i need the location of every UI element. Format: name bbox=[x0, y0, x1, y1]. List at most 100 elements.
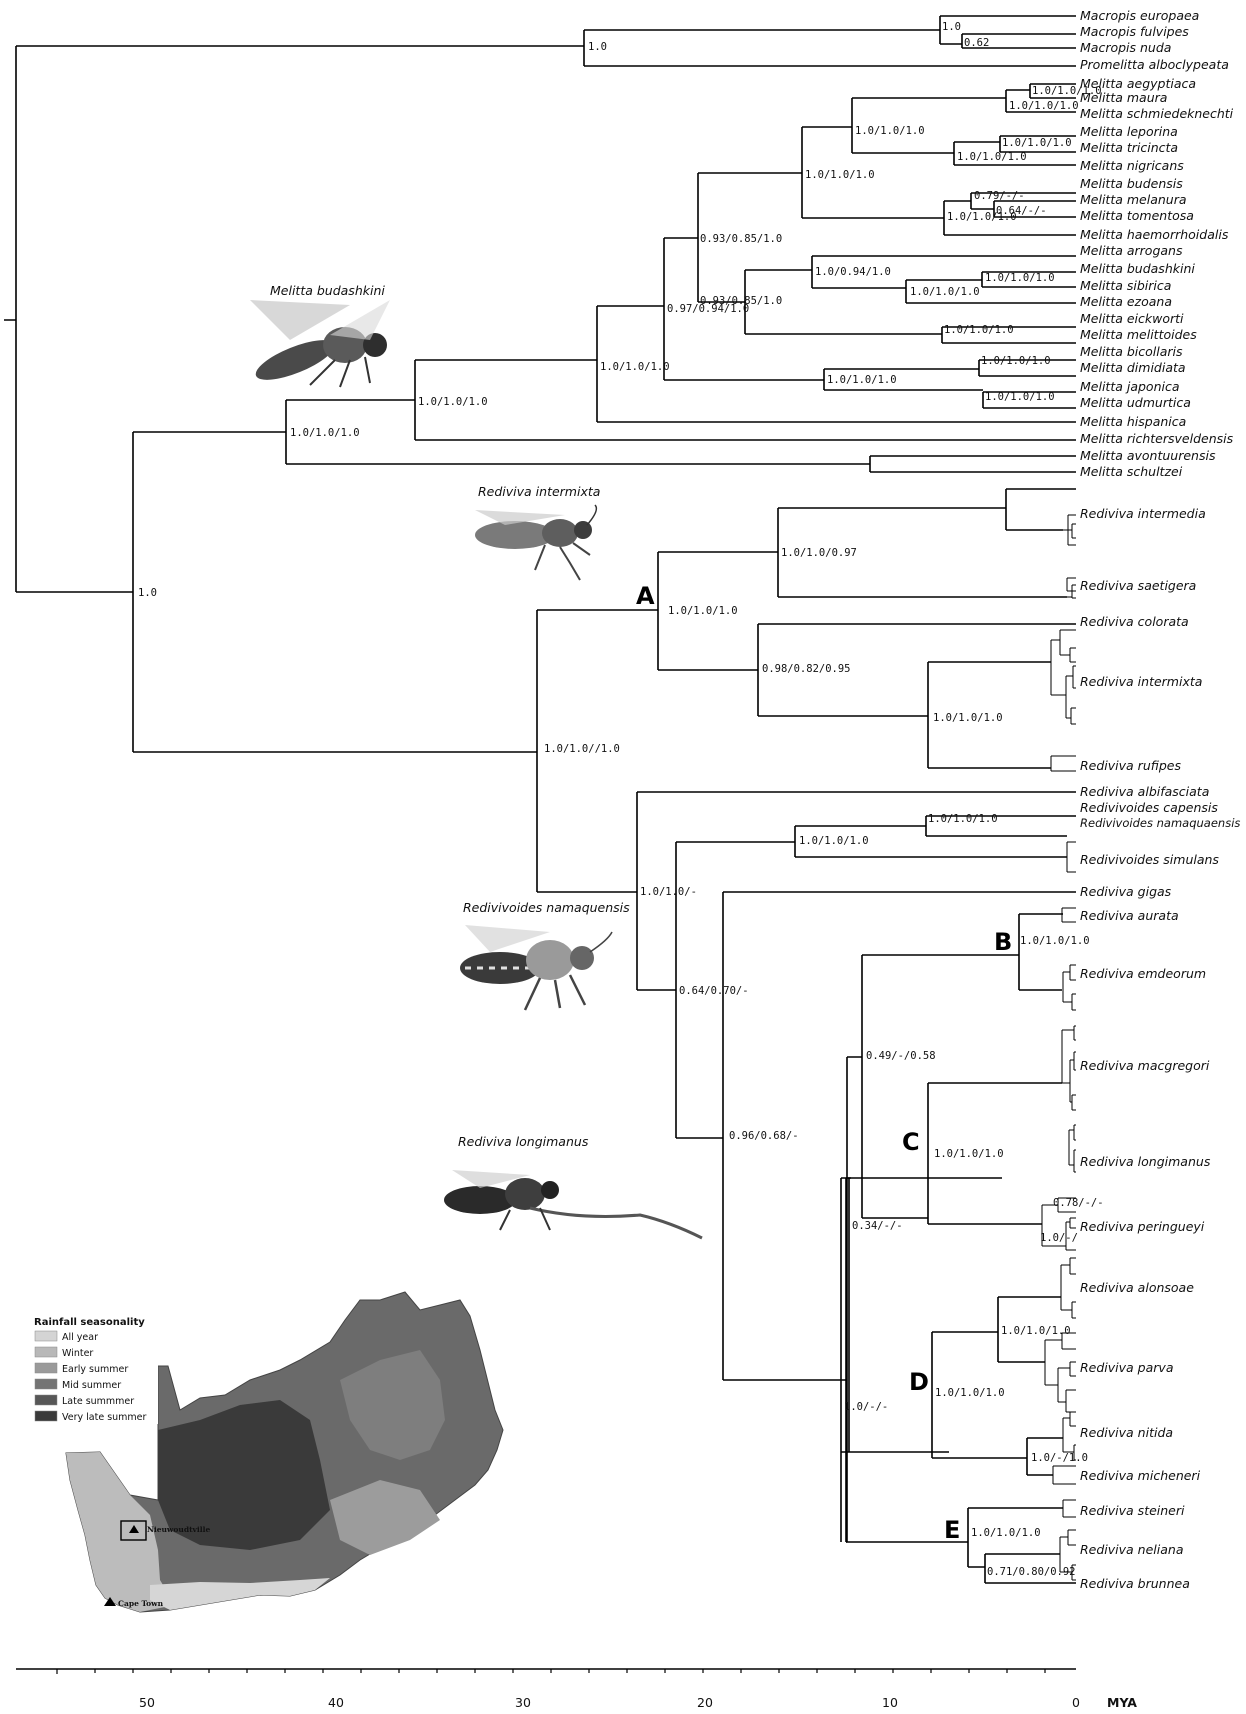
tip-label: Rediviva saetigera bbox=[1080, 578, 1196, 593]
rainfall-map: Rainfall seasonality All year Winter Ear… bbox=[32, 1292, 503, 1612]
tip-label: Macropis europaea bbox=[1080, 8, 1199, 23]
support-value: 1.0/1.0/1.0 bbox=[600, 361, 670, 373]
support-value: 1.0/0.94/1.0 bbox=[815, 266, 891, 278]
place-label: Nieuwoudtville bbox=[147, 1525, 210, 1534]
tip-label: Rediviva neliana bbox=[1080, 1542, 1184, 1557]
support-value: 1.0/1.0/1.0 bbox=[935, 1387, 1005, 1399]
support-value: 1.0/1.0/1.0 bbox=[910, 286, 980, 298]
time-axis: 50 40 30 20 10 0 MYA bbox=[16, 1669, 1137, 1710]
tip-label: Melitta melittoides bbox=[1080, 327, 1197, 342]
tip-label: Melitta arrogans bbox=[1080, 243, 1183, 258]
tip-label: Melitta budensis bbox=[1080, 176, 1183, 191]
bee-illustration-4 bbox=[444, 1170, 702, 1238]
support-value: 1.0/1.0/1.0 bbox=[981, 355, 1051, 367]
support-value: 1.0/1.0/1.0 bbox=[985, 272, 1055, 284]
support-value: 0.34/-/- bbox=[852, 1220, 903, 1232]
tip-label: Melitta haemorrhoidalis bbox=[1080, 227, 1229, 242]
support-value: 1.0/1.0//1.0 bbox=[544, 743, 620, 755]
support-value: 1.0/1.0/1.0 bbox=[957, 151, 1027, 163]
support-value: 1.0/1.0/1.0 bbox=[855, 125, 925, 137]
legend-swatch bbox=[35, 1347, 57, 1357]
bee-illustration-3 bbox=[460, 925, 612, 1010]
bee-illustration-2 bbox=[475, 505, 596, 580]
tip-label: Rediviva intermixta bbox=[1080, 674, 1202, 689]
support-value: 1.0 bbox=[138, 587, 157, 599]
axis-unit-label: MYA bbox=[1107, 1695, 1137, 1710]
axis-tick-label: 50 bbox=[139, 1695, 155, 1710]
tip-label: Melitta schultzei bbox=[1080, 464, 1183, 479]
legend-swatch bbox=[35, 1363, 57, 1373]
legend-title: Rainfall seasonality bbox=[34, 1317, 145, 1328]
axis-tick-label: 40 bbox=[328, 1695, 344, 1710]
tip-label: Melitta japonica bbox=[1080, 379, 1180, 394]
tip-label: Redivivoides namaquaensis bbox=[1080, 816, 1240, 830]
legend-swatch bbox=[35, 1395, 57, 1405]
clade-label: D bbox=[909, 1368, 929, 1396]
axis-tick-label: 20 bbox=[697, 1695, 713, 1710]
tip-label: Macropis fulvipes bbox=[1080, 24, 1189, 39]
clade-label: E bbox=[944, 1516, 960, 1544]
bee-image-label: Redivivoides namaquensis bbox=[463, 900, 630, 915]
tip-label: Melitta dimidiata bbox=[1080, 360, 1186, 375]
tip-label: Melitta ezoana bbox=[1080, 294, 1172, 309]
support-value: 1.0/1.0/1.0 bbox=[805, 169, 875, 181]
tip-label: Melitta tomentosa bbox=[1080, 208, 1194, 223]
tip-label: Melitta tricincta bbox=[1080, 140, 1178, 155]
support-value: 1.0/-/- bbox=[844, 1401, 888, 1413]
support-value: 1.0/1.0/1.0 bbox=[933, 712, 1003, 724]
legend-label: Early summer bbox=[62, 1364, 128, 1375]
tip-label: Rediviva alonsoae bbox=[1080, 1280, 1194, 1295]
bee-image-label: Rediviva longimanus bbox=[458, 1134, 589, 1149]
tip-label: Rediviva brunnea bbox=[1080, 1576, 1190, 1591]
clade-labels: A B C D E bbox=[636, 582, 1012, 1544]
support-value: 1.0/1.0/1.0 bbox=[668, 605, 738, 617]
legend-label: Winter bbox=[62, 1348, 93, 1359]
tip-label: Melitta melanura bbox=[1080, 192, 1187, 207]
tip-label: Melitta schmiedeknechti bbox=[1080, 106, 1234, 121]
legend-label: Mid summer bbox=[62, 1380, 121, 1391]
axis-tick-label: 10 bbox=[882, 1695, 898, 1710]
tip-label: Promelitta alboclypeata bbox=[1080, 57, 1229, 72]
support-value: 0.96/0.68/- bbox=[729, 1130, 799, 1142]
place-label: Cape Town bbox=[118, 1599, 164, 1608]
legend-label: Late summmer bbox=[62, 1396, 134, 1407]
support-value: 0.71/0.80/0.92 bbox=[987, 1566, 1076, 1578]
tip-label: Rediviva peringueyi bbox=[1080, 1219, 1205, 1234]
tip-labels: Macropis europaea Macropis fulvipes Macr… bbox=[1080, 8, 1240, 1591]
legend-label: All year bbox=[62, 1332, 98, 1343]
bee-illustration-1 bbox=[250, 300, 390, 388]
axis-tick-label: 0 bbox=[1072, 1695, 1080, 1710]
legend-swatch bbox=[35, 1331, 57, 1341]
support-value: 0.97/0.94/1.0 bbox=[667, 303, 749, 315]
tip-label: Rediviva nitida bbox=[1080, 1425, 1173, 1440]
tip-label: Rediviva longimanus bbox=[1080, 1154, 1211, 1169]
tip-label: Melitta hispanica bbox=[1080, 414, 1186, 429]
support-value: 0.79/-/- bbox=[974, 190, 1025, 202]
tip-label: Melitta bicollaris bbox=[1080, 344, 1183, 359]
support-value: 1.0/1.0/1.0 bbox=[934, 1148, 1004, 1160]
tip-label: Rediviva aurata bbox=[1080, 908, 1179, 923]
support-value: 1.0/1.0/1.0 bbox=[971, 1527, 1041, 1539]
support-value: 1.0/1.0/1.0 bbox=[1032, 85, 1102, 97]
support-value: 1.0/1.0/1.0 bbox=[1020, 935, 1090, 947]
tip-label: Melitta sibirica bbox=[1080, 278, 1171, 293]
legend-label: Very late summer bbox=[62, 1412, 147, 1423]
support-value: 1.0/1.0/1.0 bbox=[290, 427, 360, 439]
support-value: 1.0/1.0/1.0 bbox=[1001, 1325, 1071, 1337]
bee-image-label: Rediviva intermixta bbox=[478, 484, 600, 499]
tip-label: Melitta richtersveldensis bbox=[1080, 431, 1234, 446]
support-value: 1.0/-/1.0 bbox=[1031, 1452, 1088, 1464]
tip-label: Macropis nuda bbox=[1080, 40, 1171, 55]
support-value: 1.0/1.0/0.97 bbox=[781, 547, 857, 559]
tip-label: Melitta eickworti bbox=[1080, 311, 1184, 326]
tip-label: Rediviva macgregori bbox=[1080, 1058, 1210, 1073]
support-value: 1.0/1.0/1.0 bbox=[985, 391, 1055, 403]
tip-label: Melitta nigricans bbox=[1080, 158, 1184, 173]
tip-label: Melitta avontuurensis bbox=[1080, 448, 1216, 463]
legend-swatch bbox=[35, 1411, 57, 1421]
support-value: 1.0/1.0/1.0 bbox=[1002, 137, 1072, 149]
support-value: 1.0/1.0/1.0 bbox=[928, 813, 998, 825]
clade-label: C bbox=[902, 1128, 920, 1156]
tip-label: Rediviva gigas bbox=[1080, 884, 1172, 899]
